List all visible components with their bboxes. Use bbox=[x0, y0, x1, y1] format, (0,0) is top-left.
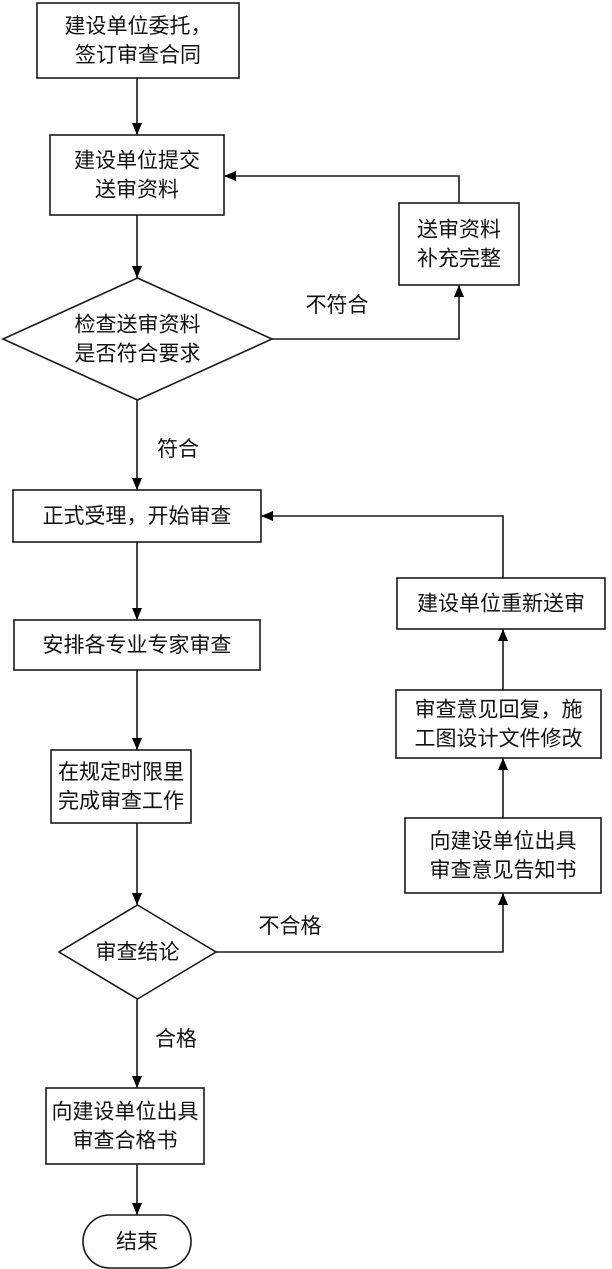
edge-resubmit-to-accept bbox=[261, 511, 504, 578]
process-box bbox=[404, 817, 602, 894]
arrowhead-icon bbox=[261, 511, 273, 521]
node-entrust: 建设单位委托， 签订审查合同 bbox=[36, 2, 240, 79]
process-box bbox=[50, 749, 192, 824]
process-box bbox=[396, 577, 606, 630]
edge-reply-to-resubmit bbox=[498, 629, 508, 690]
process-box bbox=[395, 689, 602, 759]
node-label-line: 审查意见回复，施 bbox=[415, 698, 583, 722]
edge-conclusion-to-issue-notice bbox=[216, 893, 508, 953]
edge-submit-to-check bbox=[132, 215, 142, 278]
node-label-line: 审查合格书 bbox=[73, 1129, 178, 1153]
process-box bbox=[45, 1087, 205, 1165]
arrowhead-icon bbox=[132, 608, 142, 620]
decision-diamond bbox=[1, 277, 274, 401]
node-label-line: 安排各专业专家审查 bbox=[43, 633, 232, 657]
edge-conclusion-to-issue-pass bbox=[132, 999, 142, 1088]
arrowhead-icon bbox=[132, 893, 142, 905]
edge-supplement-to-submit bbox=[224, 171, 460, 203]
arrowhead-icon bbox=[132, 1203, 142, 1215]
edge-entrust-to-submit bbox=[132, 78, 142, 135]
terminal-pill bbox=[82, 1214, 192, 1269]
node-label-line: 向建设单位出具 bbox=[430, 829, 577, 853]
edge-check-to-accept bbox=[132, 400, 142, 490]
arrowhead-icon bbox=[498, 629, 508, 641]
arrowhead-icon bbox=[132, 478, 142, 490]
edge-issue-pass-to-end bbox=[132, 1164, 142, 1215]
node-arrange: 安排各专业专家审查 bbox=[13, 619, 261, 671]
node-label-line: 送审资料 bbox=[417, 218, 501, 242]
edge-arrange-to-complete bbox=[132, 670, 142, 750]
arrowhead-icon bbox=[224, 171, 236, 181]
edge-label: 符合 bbox=[157, 437, 199, 461]
edge-label: 不符合 bbox=[306, 293, 369, 317]
node-label-line: 建设单位委托， bbox=[65, 14, 212, 38]
node-label-line: 是否符合要求 bbox=[75, 342, 201, 366]
edges-layer bbox=[132, 78, 508, 1215]
edge-check-to-supplement bbox=[272, 285, 464, 340]
node-label-line: 审查结论 bbox=[96, 940, 180, 964]
decision-diamond bbox=[57, 904, 218, 1000]
connector-line bbox=[224, 175, 460, 203]
arrowhead-icon bbox=[498, 758, 508, 770]
edge-label: 合格 bbox=[155, 1027, 197, 1051]
process-box bbox=[398, 202, 520, 286]
connector-line bbox=[272, 285, 460, 340]
arrowhead-icon bbox=[454, 285, 464, 297]
node-label-line: 正式受理，开始审查 bbox=[43, 504, 232, 528]
arrowhead-icon bbox=[132, 123, 142, 135]
node-label-line: 建设单位重新送审 bbox=[417, 592, 585, 616]
edge-accept-to-arrange bbox=[132, 542, 142, 620]
node-label-line: 签订审查合同 bbox=[75, 43, 201, 67]
node-label-line: 在规定时限里 bbox=[58, 760, 184, 784]
edge-issue-notice-to-reply bbox=[498, 758, 508, 818]
node-accept: 正式受理，开始审查 bbox=[12, 489, 262, 543]
connector-line bbox=[261, 515, 504, 578]
node-conclusion: 审查结论 bbox=[57, 904, 218, 1000]
process-box bbox=[49, 134, 225, 216]
arrowhead-icon bbox=[132, 738, 142, 750]
node-resubmit: 建设单位重新送审 bbox=[396, 577, 606, 630]
arrowhead-icon bbox=[132, 266, 142, 278]
node-label-line: 审查意见告知书 bbox=[430, 858, 577, 882]
node-label-line: 送审资料 bbox=[95, 178, 179, 202]
node-label-line: 建设单位提交 bbox=[74, 149, 200, 173]
node-label-line: 检查送审资料 bbox=[75, 313, 201, 337]
node-end: 结束 bbox=[82, 1214, 192, 1269]
node-label-line: 补充完整 bbox=[417, 247, 501, 271]
process-box bbox=[12, 489, 262, 543]
arrowhead-icon bbox=[132, 1076, 142, 1088]
arrowhead-icon bbox=[498, 893, 508, 905]
node-label-line: 工图设计文件修改 bbox=[415, 727, 583, 751]
node-label-line: 结束 bbox=[116, 1230, 158, 1254]
connector-line bbox=[216, 893, 504, 953]
node-label-line: 向建设单位出具 bbox=[52, 1100, 199, 1124]
process-box bbox=[36, 2, 240, 79]
edge-label: 不合格 bbox=[259, 914, 322, 938]
edge-complete-to-conclusion bbox=[132, 823, 142, 905]
node-label-line: 完成审查工作 bbox=[58, 789, 184, 813]
process-box bbox=[13, 619, 261, 671]
